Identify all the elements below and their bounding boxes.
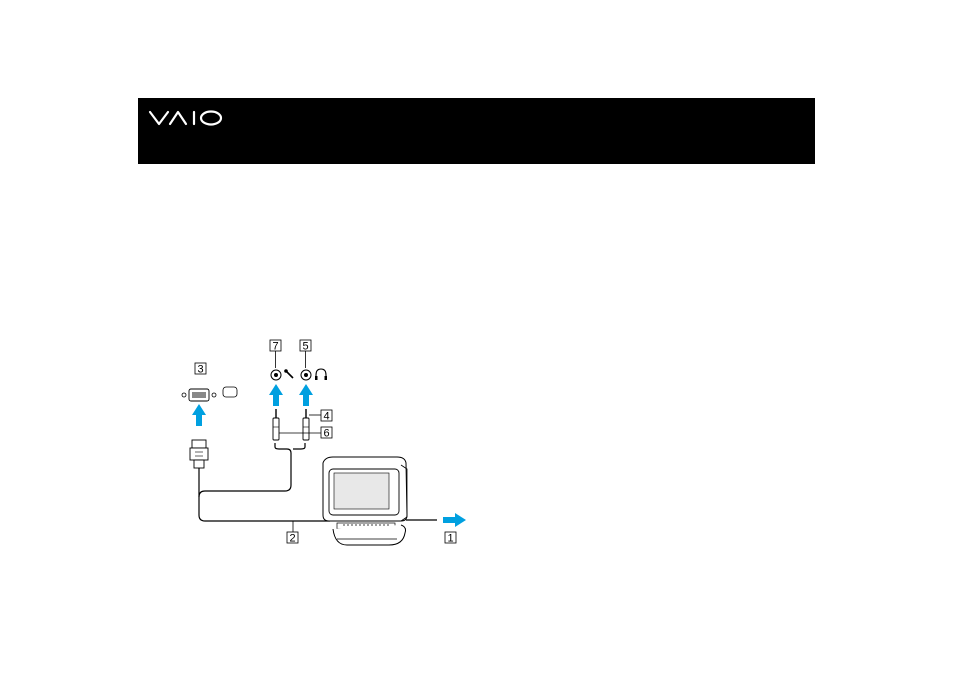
svg-text:2: 2 xyxy=(290,533,296,545)
header-bar xyxy=(138,98,815,164)
callout-1: 1 xyxy=(445,532,456,545)
arrow-power-out xyxy=(443,513,466,527)
headphone-icon xyxy=(315,369,327,380)
vga-plug xyxy=(190,440,208,468)
mic-plug xyxy=(273,409,279,440)
svg-text:5: 5 xyxy=(303,341,309,353)
monitor-port-icon xyxy=(182,387,237,401)
callout-3: 3 xyxy=(195,363,206,376)
svg-text:6: 6 xyxy=(324,428,330,440)
headphone-plug xyxy=(303,409,309,440)
svg-text:1: 1 xyxy=(448,533,454,545)
svg-text:7: 7 xyxy=(273,341,279,353)
microphone-icon xyxy=(284,369,293,378)
callout-3-label: 3 xyxy=(198,364,204,376)
callout-5: 5 xyxy=(300,340,311,368)
svg-text:4: 4 xyxy=(324,411,330,423)
callout-4: 4 xyxy=(309,410,332,423)
microphone-jack xyxy=(271,370,281,380)
audio-cable xyxy=(199,443,291,497)
monitor-symbol-icon xyxy=(223,387,237,397)
arrow-to-headphone-jack xyxy=(299,384,313,406)
external-monitor xyxy=(323,457,407,545)
callout-2: 2 xyxy=(287,521,298,545)
connection-diagram: 3 7 5 xyxy=(175,335,475,555)
arrow-to-mic-jack xyxy=(269,384,283,406)
vaio-logo xyxy=(148,108,228,130)
arrow-to-monitor-port xyxy=(192,404,206,426)
callout-7: 7 xyxy=(270,340,281,368)
vga-cable xyxy=(199,468,330,521)
headphone-jack xyxy=(301,370,311,380)
